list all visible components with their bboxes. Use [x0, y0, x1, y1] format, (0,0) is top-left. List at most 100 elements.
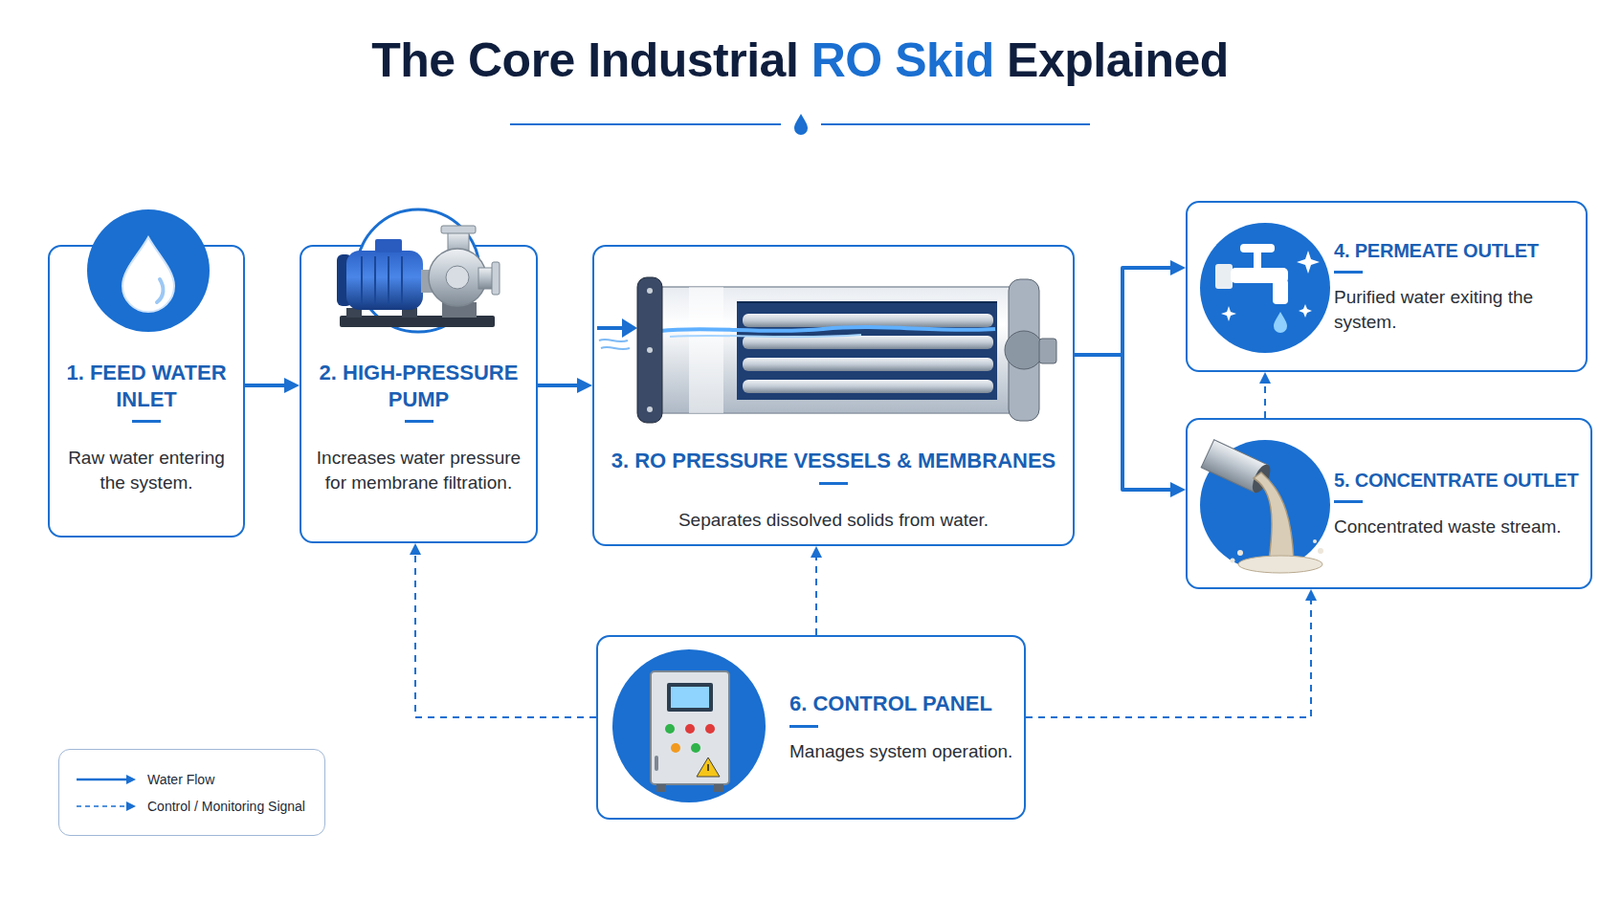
- pressure-vessel-illustration: [646, 288, 653, 294]
- pump-illustration: [336, 209, 500, 333]
- legend-box: Water FlowControl / Monitoring Signal: [58, 749, 326, 837]
- faucet-icon: [1253, 250, 1262, 270]
- process-box: 1. FEED WATER INLET Raw water entering th…: [47, 244, 245, 538]
- pump-illustration: [374, 256, 377, 305]
- control-cabinet-icon: [650, 671, 730, 785]
- faucet-icon: [1296, 250, 1320, 274]
- title-word: Core: [467, 33, 588, 88]
- faucet-icon: [1240, 244, 1275, 253]
- signal-arrow: [415, 549, 597, 718]
- title-divider: [510, 123, 781, 126]
- flow-arrow: [1074, 355, 1178, 490]
- pump-illustration: [447, 231, 469, 261]
- process-box: 5. CONCENTRATE OUTLETConcentrated waste …: [1185, 418, 1593, 590]
- pump-illustration: [346, 250, 423, 311]
- signal-line-sample: [76, 805, 129, 808]
- faucet-icon: [1273, 311, 1288, 334]
- control-cabinet-icon: [670, 743, 681, 754]
- pressure-vessel-illustration: [1008, 279, 1040, 422]
- pressure-vessel-illustration: [622, 318, 638, 338]
- pump-illustration: [387, 256, 390, 305]
- title-word: Industrial: [587, 33, 811, 88]
- discharge-pipe-icon: [1253, 472, 1294, 561]
- node-description: Purified water exiting the system.: [1333, 285, 1578, 334]
- pressure-vessel-illustration: [597, 277, 1057, 423]
- pressure-vessel-illustration: [736, 301, 998, 304]
- discharge-pipe-icon: [1200, 440, 1331, 574]
- flow-line-sample: [74, 773, 138, 787]
- title-divider: [821, 123, 1090, 126]
- pressure-vessel-illustration: [742, 357, 994, 372]
- discharge-pipe-icon: [1230, 558, 1236, 564]
- faucet-icon: [1221, 306, 1237, 322]
- legend-label: Control / Monitoring Signal: [147, 799, 306, 815]
- pressure-vessel-illustration: [660, 327, 996, 332]
- control-cabinet-icon: [713, 784, 724, 793]
- pump-illustration: [441, 225, 476, 234]
- control-cabinet-icon: [656, 784, 667, 793]
- pump-illustration: [478, 267, 494, 289]
- node-heading: 6. CONTROL PANEL: [789, 690, 1017, 729]
- control-cabinet-icon: [666, 683, 713, 712]
- control-cabinet-icon: [612, 649, 766, 803]
- legend-label: Water Flow: [147, 772, 215, 788]
- discharge-pipe-icon: [1200, 440, 1331, 571]
- pump-illustration: [375, 239, 402, 253]
- discharge-pipe-icon: [1248, 462, 1274, 496]
- control-cabinet-icon: [685, 724, 695, 734]
- water-drop-icon: [156, 279, 163, 303]
- pump-illustration: [428, 248, 487, 307]
- pump-illustration: [445, 266, 469, 289]
- legend-item: Control / Monitoring Signal: [74, 799, 310, 815]
- discharge-pipe-icon: [1200, 440, 1274, 496]
- pump-illustration: [356, 209, 480, 333]
- flow-line-sample: [126, 775, 136, 785]
- node-description: Raw water entering the system.: [59, 445, 234, 495]
- water-drop-icon: [87, 209, 210, 333]
- signal-line-sample: [74, 800, 138, 814]
- pressure-vessel-illustration: [658, 287, 1019, 414]
- title-word: Skid: [894, 33, 1007, 88]
- pressure-vessel-illustration: [646, 406, 653, 413]
- signal-arrow: [1025, 595, 1312, 718]
- pressure-vessel-illustration: [1039, 338, 1057, 364]
- node-description: Separates dissolved solids from water.: [678, 508, 989, 534]
- pump-illustration: [400, 256, 403, 305]
- title-divider: [794, 113, 808, 135]
- faucet-icon: [1200, 222, 1331, 354]
- pump-illustration: [336, 254, 353, 307]
- discharge-pipe-icon: [1312, 539, 1317, 544]
- pressure-vessel-illustration: [669, 334, 862, 337]
- flow-line-sample: [76, 777, 129, 781]
- node-description: Concentrated waste stream.: [1333, 514, 1583, 540]
- pump-illustration: [442, 302, 477, 318]
- process-box: 3. RO PRESSURE VESSELS & MEMBRANES Separa…: [592, 244, 1075, 547]
- process-box: 4. PERMEATE OUTLET Purified water exiting…: [1185, 200, 1588, 373]
- discharge-pipe-icon: [1317, 548, 1324, 555]
- pressure-vessel-illustration: [1004, 331, 1044, 370]
- pressure-vessel-illustration: [742, 335, 994, 350]
- node-description: Manages system operation.: [789, 739, 1017, 765]
- pressure-vessel-illustration: [600, 347, 630, 350]
- diagram-title: The Core Industrial RO Skid Explained: [0, 34, 1600, 88]
- process-box: 2. HIGH-PRESSURE PUMPIncreases water pre…: [299, 244, 538, 544]
- node-description: Increases water pressure for membrane fi…: [311, 445, 527, 495]
- control-cabinet-icon: [654, 755, 659, 772]
- flow-arrow: [244, 383, 292, 388]
- control-cabinet-icon: [696, 757, 720, 778]
- signal-line-sample: [126, 801, 136, 812]
- signal-arrow: [1264, 377, 1267, 419]
- water-drop-icon: [87, 209, 210, 333]
- pump-illustration: [491, 262, 500, 295]
- pressure-vessel-illustration: [742, 379, 994, 394]
- node-heading: 3. RO PRESSURE VESSELS & MEMBRANES: [611, 447, 1057, 486]
- control-cabinet-icon: [690, 743, 701, 754]
- control-cabinet-icon: [665, 724, 675, 734]
- node-heading: 4. PERMEATE OUTLET: [1333, 239, 1578, 274]
- signal-arrow: [815, 552, 818, 636]
- pressure-vessel-illustration: [646, 347, 653, 354]
- control-cabinet-icon: [670, 687, 710, 709]
- faucet-icon: [1200, 222, 1331, 354]
- node-heading: 1. FEED WATER INLET: [59, 359, 234, 423]
- process-box: 6. CONTROL PANEL Manages system operation…: [596, 635, 1026, 821]
